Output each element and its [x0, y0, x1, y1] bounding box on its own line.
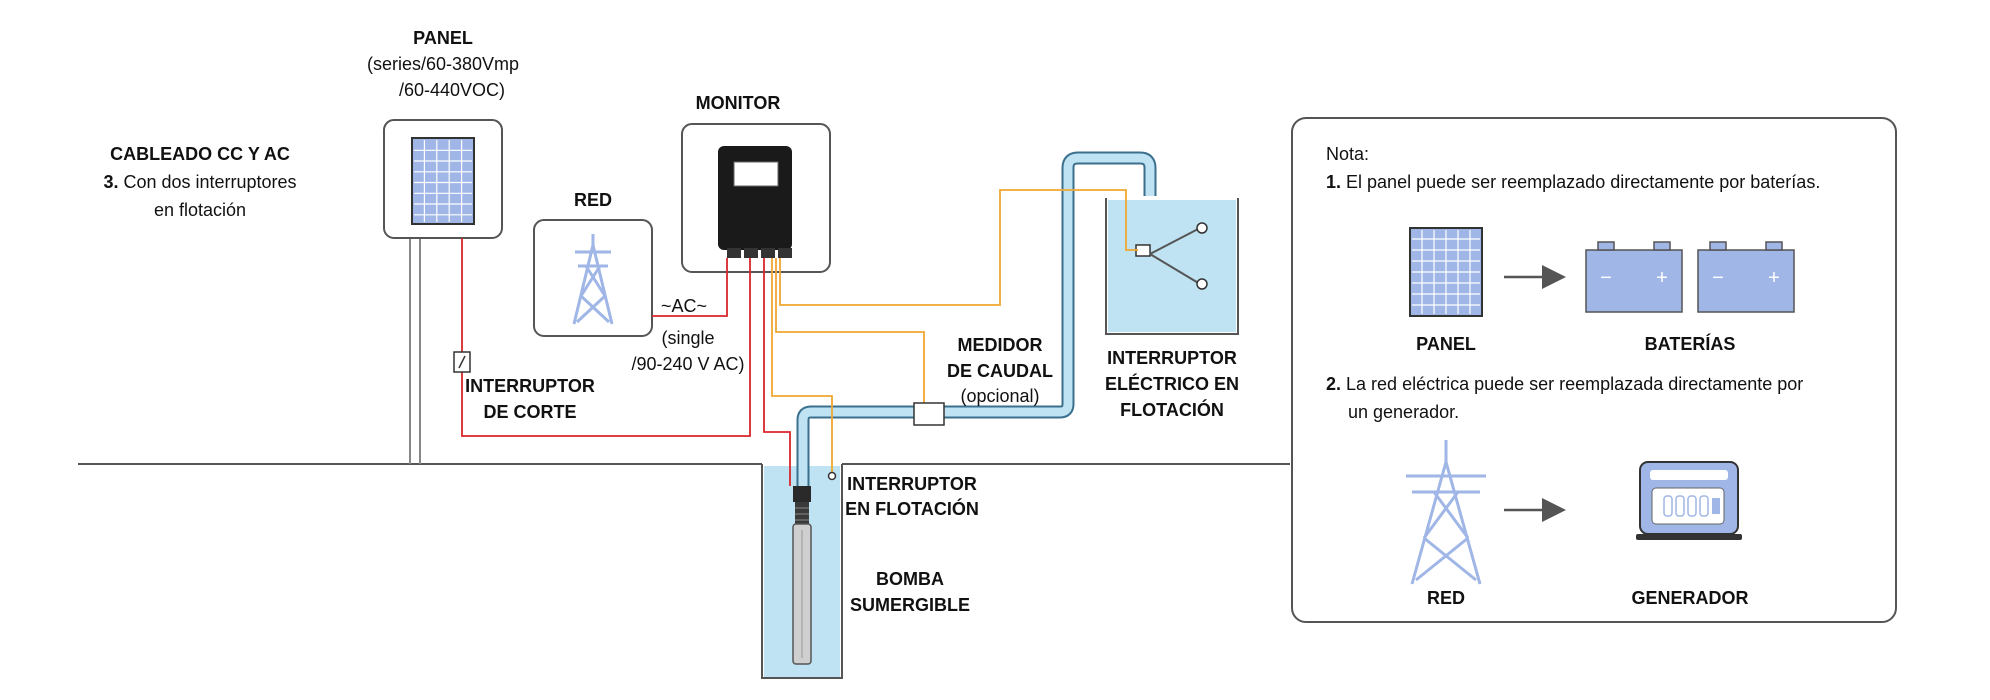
tank-switch-label-line2: ELÉCTRICO EN: [1105, 373, 1239, 394]
note-item2-line2: un generador.: [1348, 402, 1459, 422]
float-switch-icon: [1135, 222, 1208, 290]
arrow-right-icon: [1504, 265, 1566, 289]
disconnect-label-line2: DE CORTE: [483, 402, 576, 422]
solar-panel-icon: [411, 137, 475, 225]
well-switch-label-line1: INTERRUPTOR: [847, 474, 977, 494]
svg-text:−: −: [1600, 267, 1612, 289]
grid-label: RED: [574, 190, 612, 210]
tank-walls: [1105, 198, 1239, 335]
note-grid-label: RED: [1427, 588, 1465, 608]
note-batteries-label: BATERÍAS: [1645, 333, 1736, 354]
note-box: [1291, 117, 1897, 623]
flow-meter-icon: [913, 402, 945, 426]
dc-wires: [461, 238, 791, 486]
generator-icon: [1636, 461, 1742, 540]
panel-label: PANEL: [413, 28, 473, 48]
note-power-tower-icon: [1406, 440, 1486, 585]
note-item1: 1. El panel puede ser reemplazado direct…: [1326, 172, 1820, 192]
pump-label-line1: BOMBA: [876, 569, 944, 589]
signal-wires: [771, 189, 1138, 472]
tank-switch-label-line1: INTERRUPTOR: [1107, 348, 1237, 368]
water-in-pipe: [798, 153, 1155, 486]
monitor-label: MONITOR: [696, 93, 781, 113]
title-line1: 3. Con dos interruptores: [103, 172, 296, 192]
disconnect-label-line1: INTERRUPTOR: [465, 376, 595, 396]
power-tower-icon: [572, 234, 614, 325]
title-line2: en flotación: [154, 200, 246, 220]
battery-icon-2: − +: [1697, 241, 1795, 313]
well-float-switch-icon: [827, 471, 837, 481]
svg-text:−: −: [1712, 267, 1724, 289]
disconnect-switch-icon: [453, 351, 471, 373]
well-switch-label-line2: EN FLOTACIÓN: [845, 498, 979, 519]
panel-spec2: /60-440VOC): [399, 80, 505, 100]
grid-spec2: /90-240 V AC): [631, 354, 744, 374]
flow-meter-label-line3: (opcional): [960, 386, 1039, 406]
grid-spec1: (single: [661, 328, 714, 348]
title-heading: CABLEADO CC Y AC: [110, 144, 290, 164]
note-panel-label: PANEL: [1416, 334, 1476, 354]
grid-ac-label: ~AC~: [661, 296, 707, 316]
note-item2-line1: 2. La red eléctrica puede ser reemplazad…: [1326, 374, 1803, 394]
controller-icon: [718, 146, 792, 258]
flow-meter-label-line1: MEDIDOR: [958, 335, 1043, 355]
panel-spec1: (series/60-380Vmp: [367, 54, 519, 74]
battery-icon: − +: [1585, 241, 1683, 313]
note-solar-panel-icon: [1409, 227, 1483, 317]
flow-meter-label-line2: DE CAUDAL: [947, 361, 1053, 381]
water-tank: [1108, 200, 1236, 332]
svg-text:+: +: [1656, 267, 1668, 289]
panel-pole: [409, 238, 421, 464]
svg-text:+: +: [1768, 267, 1780, 289]
pump-label-line2: SUMERGIBLE: [850, 595, 970, 615]
submersible-pump-icon: [792, 486, 812, 665]
note-title: Nota:: [1326, 144, 1369, 164]
arrow-right-icon-2: [1504, 498, 1566, 522]
note-generator-label: GENERADOR: [1631, 588, 1748, 608]
water-pipe: [796, 151, 1157, 486]
tank-switch-label-line3: FLOTACIÓN: [1120, 399, 1224, 420]
